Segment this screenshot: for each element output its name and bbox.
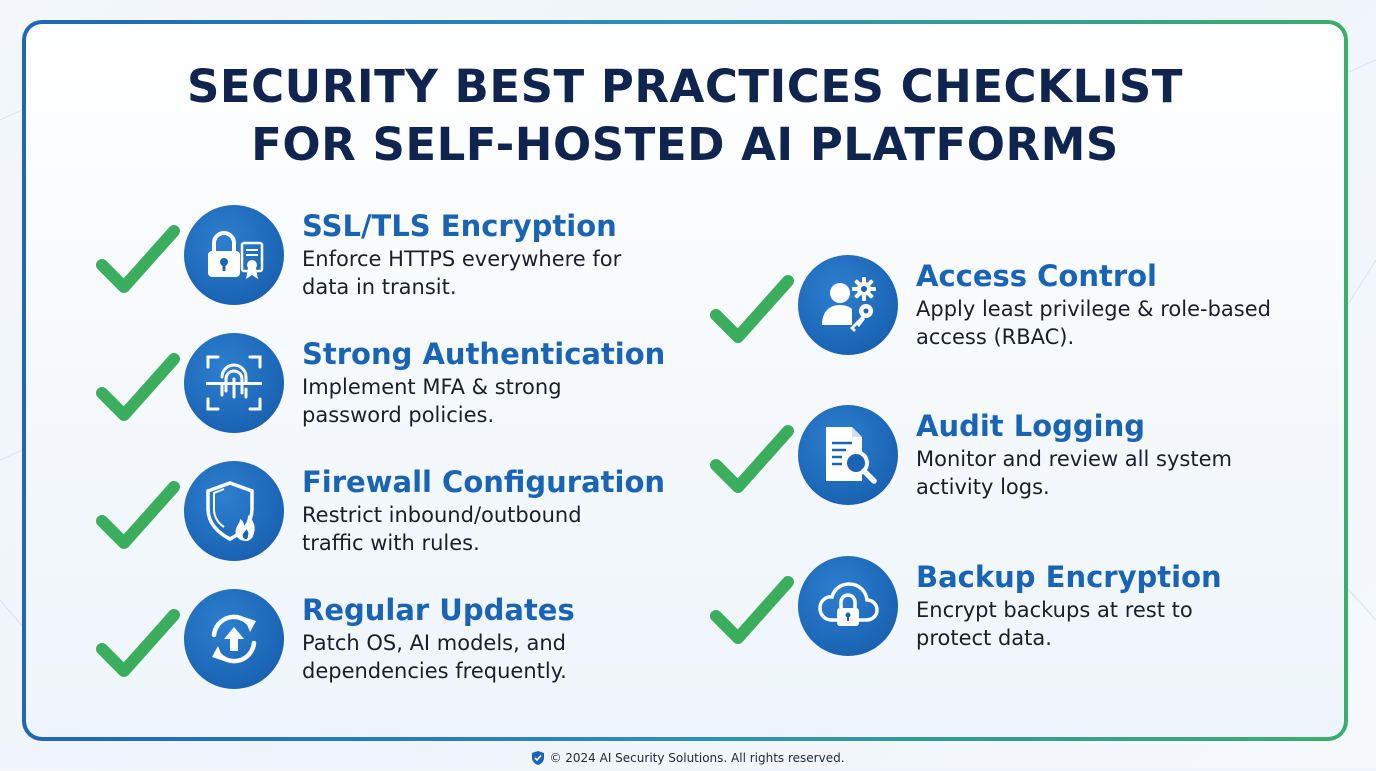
item-description-line-1: Implement MFA & strong (302, 375, 562, 399)
item-description-line-1: Encrypt backups at rest to (916, 598, 1193, 622)
checkmark-icon (96, 353, 180, 421)
footer: © 2024 AI Security Solutions. All rights… (0, 749, 1376, 771)
checkmark-icon (96, 609, 180, 677)
item-title: SSL/TLS Encryption (302, 209, 617, 243)
title-line-1: SECURITY BEST PRACTICES CHECKLIST (187, 60, 1183, 113)
item-description-line-1: Restrict inbound/outbound (302, 503, 582, 527)
item-description-line-2: activity logs. (916, 475, 1050, 499)
item-description-line-1: Monitor and review all system (916, 447, 1232, 471)
checkmark-icon (96, 481, 180, 549)
item-description-line-2: access (RBAC). (916, 325, 1075, 349)
item-description-line-2: password policies. (302, 403, 495, 427)
item-title: Backup Encryption (916, 560, 1222, 594)
checkmark-icon (710, 576, 794, 644)
item-title: Regular Updates (302, 593, 575, 627)
cloud-lock-icon (798, 556, 898, 656)
shield-icon (532, 751, 545, 765)
document-search-icon (798, 405, 898, 505)
user-gear-key-icon (798, 255, 898, 355)
item-title: Access Control (916, 259, 1157, 293)
item-description-line-1: Enforce HTTPS everywhere for (302, 247, 622, 271)
checkmark-icon (710, 275, 794, 343)
fingerprint-scan-icon (184, 333, 284, 433)
checkmark-icon (96, 225, 180, 293)
page-title: SECURITY BEST PRACTICES CHECKLIST FOR SE… (26, 58, 1344, 174)
item-description-line-2: dependencies frequently. (302, 659, 567, 683)
item-title: Strong Authentication (302, 337, 666, 371)
card-body: SECURITY BEST PRACTICES CHECKLIST FOR SE… (26, 24, 1344, 737)
footer-copyright: © 2024 AI Security Solutions. All rights… (549, 751, 845, 765)
item-title: Firewall Configuration (302, 465, 666, 499)
item-title: Audit Logging (916, 409, 1146, 443)
shield-fire-icon (184, 461, 284, 561)
item-description-line-1: Apply least privilege & role-based (916, 297, 1271, 321)
checkmark-icon (710, 425, 794, 493)
title-line-2: FOR SELF-HOSTED AI PLATFORMS (251, 118, 1119, 171)
update-arrows-icon (184, 589, 284, 689)
item-description-line-1: Patch OS, AI models, and (302, 631, 566, 655)
card-frame: SECURITY BEST PRACTICES CHECKLIST FOR SE… (22, 20, 1348, 741)
lock-certificate-icon (184, 205, 284, 305)
item-description-line-2: traffic with rules. (302, 531, 480, 555)
item-description-line-2: data in transit. (302, 275, 457, 299)
item-description-line-2: protect data. (916, 626, 1052, 650)
